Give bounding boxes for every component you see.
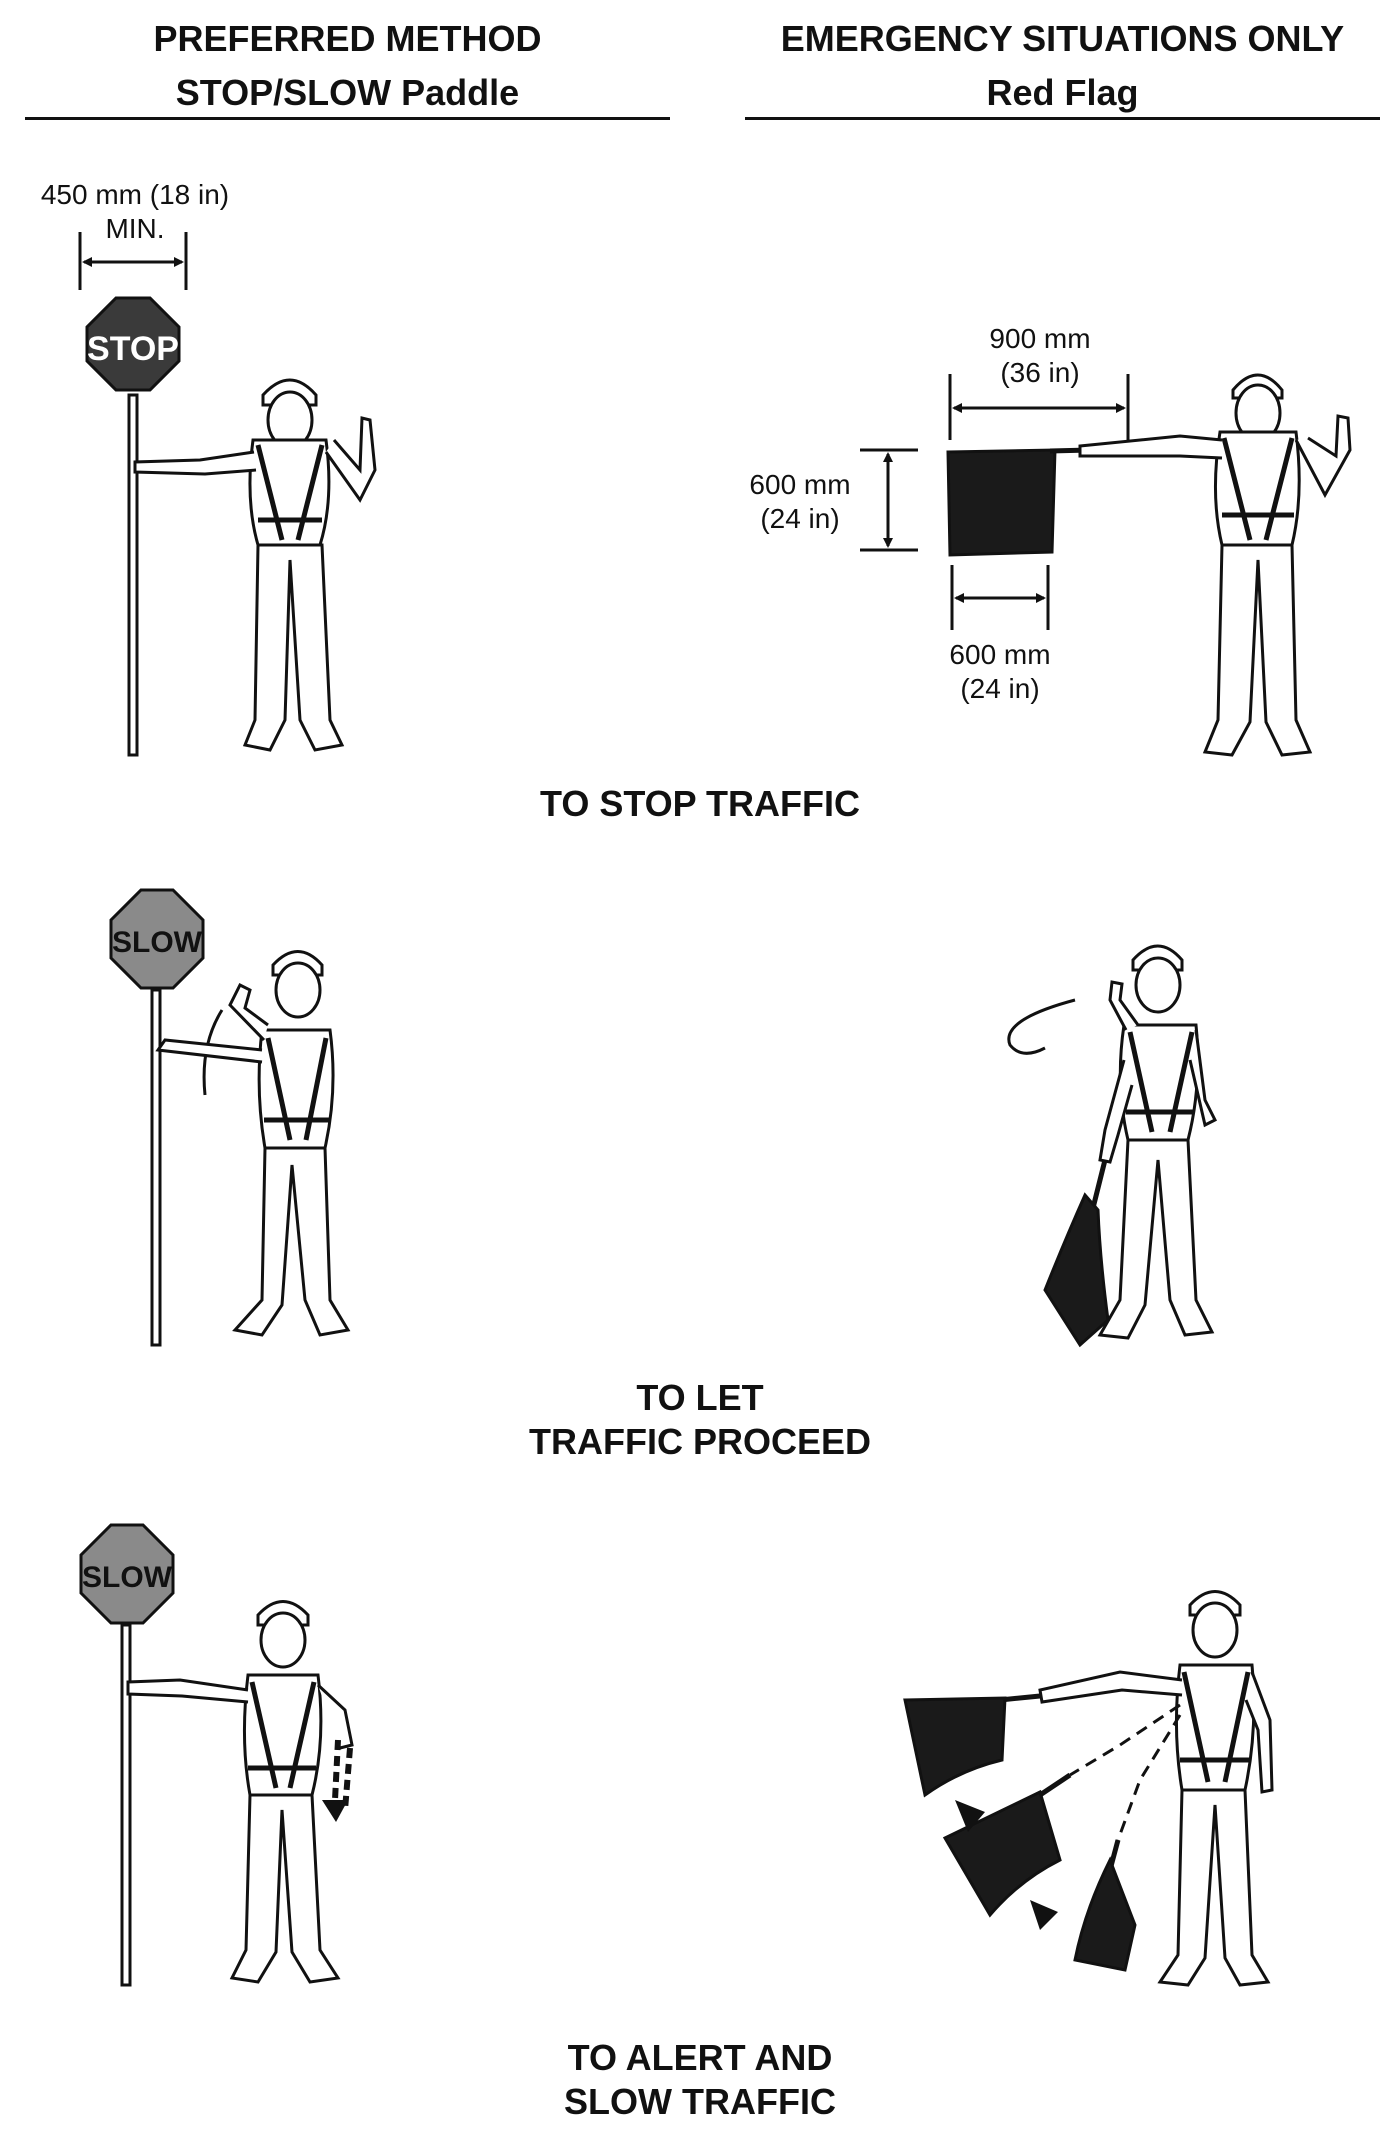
flagger-figure-slow-proceed xyxy=(158,952,348,1336)
dimension-flag-staff xyxy=(950,374,1128,440)
red-flag-wave-high xyxy=(905,1696,1040,1795)
dimension-paddle-width xyxy=(80,232,186,290)
flagger-figure-flag-stop xyxy=(1080,375,1350,755)
red-flag-wave-low xyxy=(1075,1840,1135,1970)
flagger-figure-slow-alert xyxy=(128,1602,352,1983)
slow-paddle-proceed: SLOW xyxy=(111,890,203,1345)
slow-sign-text: SLOW xyxy=(112,926,203,959)
flagger-figure-flag-proceed xyxy=(1100,946,1215,1338)
stop-paddle: STOP xyxy=(87,298,179,755)
red-flag-down xyxy=(1045,1160,1108,1345)
dimension-flag-height xyxy=(860,450,918,550)
down-motion-arrow xyxy=(335,1740,350,1810)
paddle-pole xyxy=(122,1625,130,1985)
dimension-flag-width xyxy=(952,565,1048,630)
paddle-pole xyxy=(152,990,160,1345)
flagger-figure-flag-alert xyxy=(1040,1592,1272,1986)
flagger-figure-stop-paddle xyxy=(135,380,375,750)
red-flag-wave-mid xyxy=(945,1775,1070,1915)
paddle-pole xyxy=(129,395,137,755)
stop-sign-text: STOP xyxy=(87,330,179,368)
down-motion-arrowhead xyxy=(322,1800,348,1822)
red-flag-stop xyxy=(948,449,1130,555)
wave-motion-arc-flag xyxy=(1009,1000,1075,1053)
slow-sign-text: SLOW xyxy=(82,1561,173,1594)
dashed-arm-positions xyxy=(1070,1705,1180,1840)
slow-paddle-alert: SLOW xyxy=(81,1525,173,1985)
